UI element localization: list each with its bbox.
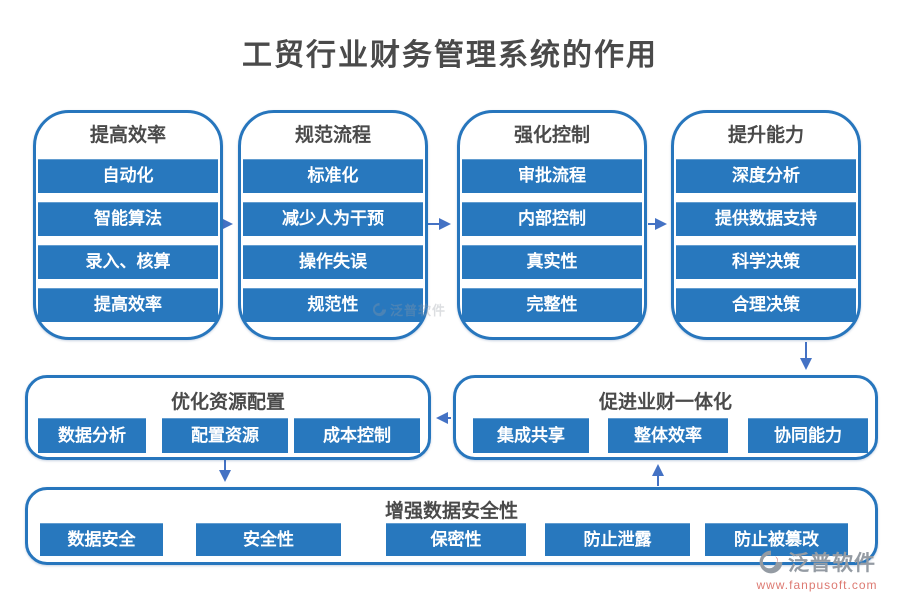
node-compliance: 规范性	[243, 288, 423, 322]
node-reduce-manual-intervention: 减少人为干预	[243, 202, 423, 236]
node-overall-efficiency: 整体效率	[608, 418, 728, 453]
node-automation: 自动化	[38, 159, 218, 193]
watermark-faint: 泛普软件	[372, 300, 446, 319]
group-title: 增强数据安全性	[384, 501, 518, 522]
node-entry-accounting: 录入、核算	[38, 245, 218, 279]
group-title: 提高效率	[89, 125, 166, 146]
node-prevent-leakage: 防止泄露	[545, 523, 690, 556]
watermark-brand: 泛普软件	[390, 303, 447, 318]
group-title: 规范流程	[294, 125, 371, 146]
node-cost-control: 成本控制	[294, 418, 420, 453]
node-smart-algorithm: 智能算法	[38, 202, 218, 236]
group-title: 优化资源配置	[170, 392, 285, 413]
node-deep-analysis: 深度分析	[676, 159, 856, 193]
group-strengthen-control: 强化控制 审批流程 内部控制 真实性 完整性	[457, 110, 647, 340]
group-title: 强化控制	[513, 125, 590, 146]
node-rational-decision: 合理决策	[676, 288, 856, 322]
group-enhance-capability: 提升能力 深度分析 提供数据支持 科学决策 合理决策	[671, 110, 861, 340]
fanpu-logo-icon	[759, 550, 783, 574]
node-operation-errors: 操作失误	[243, 245, 423, 279]
group-standardize-process: 规范流程 标准化 减少人为干预 操作失误 规范性	[238, 110, 428, 340]
fanpu-logo-icon	[372, 302, 387, 317]
node-data-support: 提供数据支持	[676, 202, 856, 236]
node-standardization: 标准化	[243, 159, 423, 193]
node-integrated-sharing: 集成共享	[473, 418, 589, 453]
node-collaboration-capability: 协同能力	[748, 418, 868, 453]
node-prevent-tampering: 防止被篡改	[705, 523, 848, 556]
node-data-analysis: 数据分析	[38, 418, 146, 453]
page-title: 工贸行业财务管理系统的作用	[242, 39, 658, 72]
node-authenticity: 真实性	[462, 245, 642, 279]
group-title: 提升能力	[727, 125, 804, 146]
node-approval-flow: 审批流程	[462, 159, 642, 193]
group-data-security: 增强数据安全性 数据安全 安全性 保密性 防止泄露 防止被篡改	[25, 487, 878, 565]
node-security: 安全性	[196, 523, 341, 556]
node-internal-control: 内部控制	[462, 202, 642, 236]
watermark-brand: 泛普软件	[788, 552, 876, 575]
brand-watermark: 泛普软件 www.fanpusoft.com	[742, 547, 892, 592]
group-business-finance-integration: 促进业财一体化 集成共享 整体效率 协同能力	[453, 375, 878, 460]
node-scientific-decision: 科学决策	[676, 245, 856, 279]
node-confidentiality: 保密性	[386, 523, 526, 556]
node-resource-allocation: 配置资源	[162, 418, 288, 453]
watermark-url: www.fanpusoft.com	[756, 578, 878, 592]
node-integrity: 完整性	[462, 288, 642, 322]
group-title: 促进业财一体化	[598, 392, 732, 413]
group-improve-efficiency: 提高效率 自动化 智能算法 录入、核算 提高效率	[33, 110, 223, 340]
group-optimize-resources: 优化资源配置 数据分析 配置资源 成本控制	[25, 375, 431, 460]
node-data-safety: 数据安全	[40, 523, 163, 556]
node-efficiency: 提高效率	[38, 288, 218, 322]
